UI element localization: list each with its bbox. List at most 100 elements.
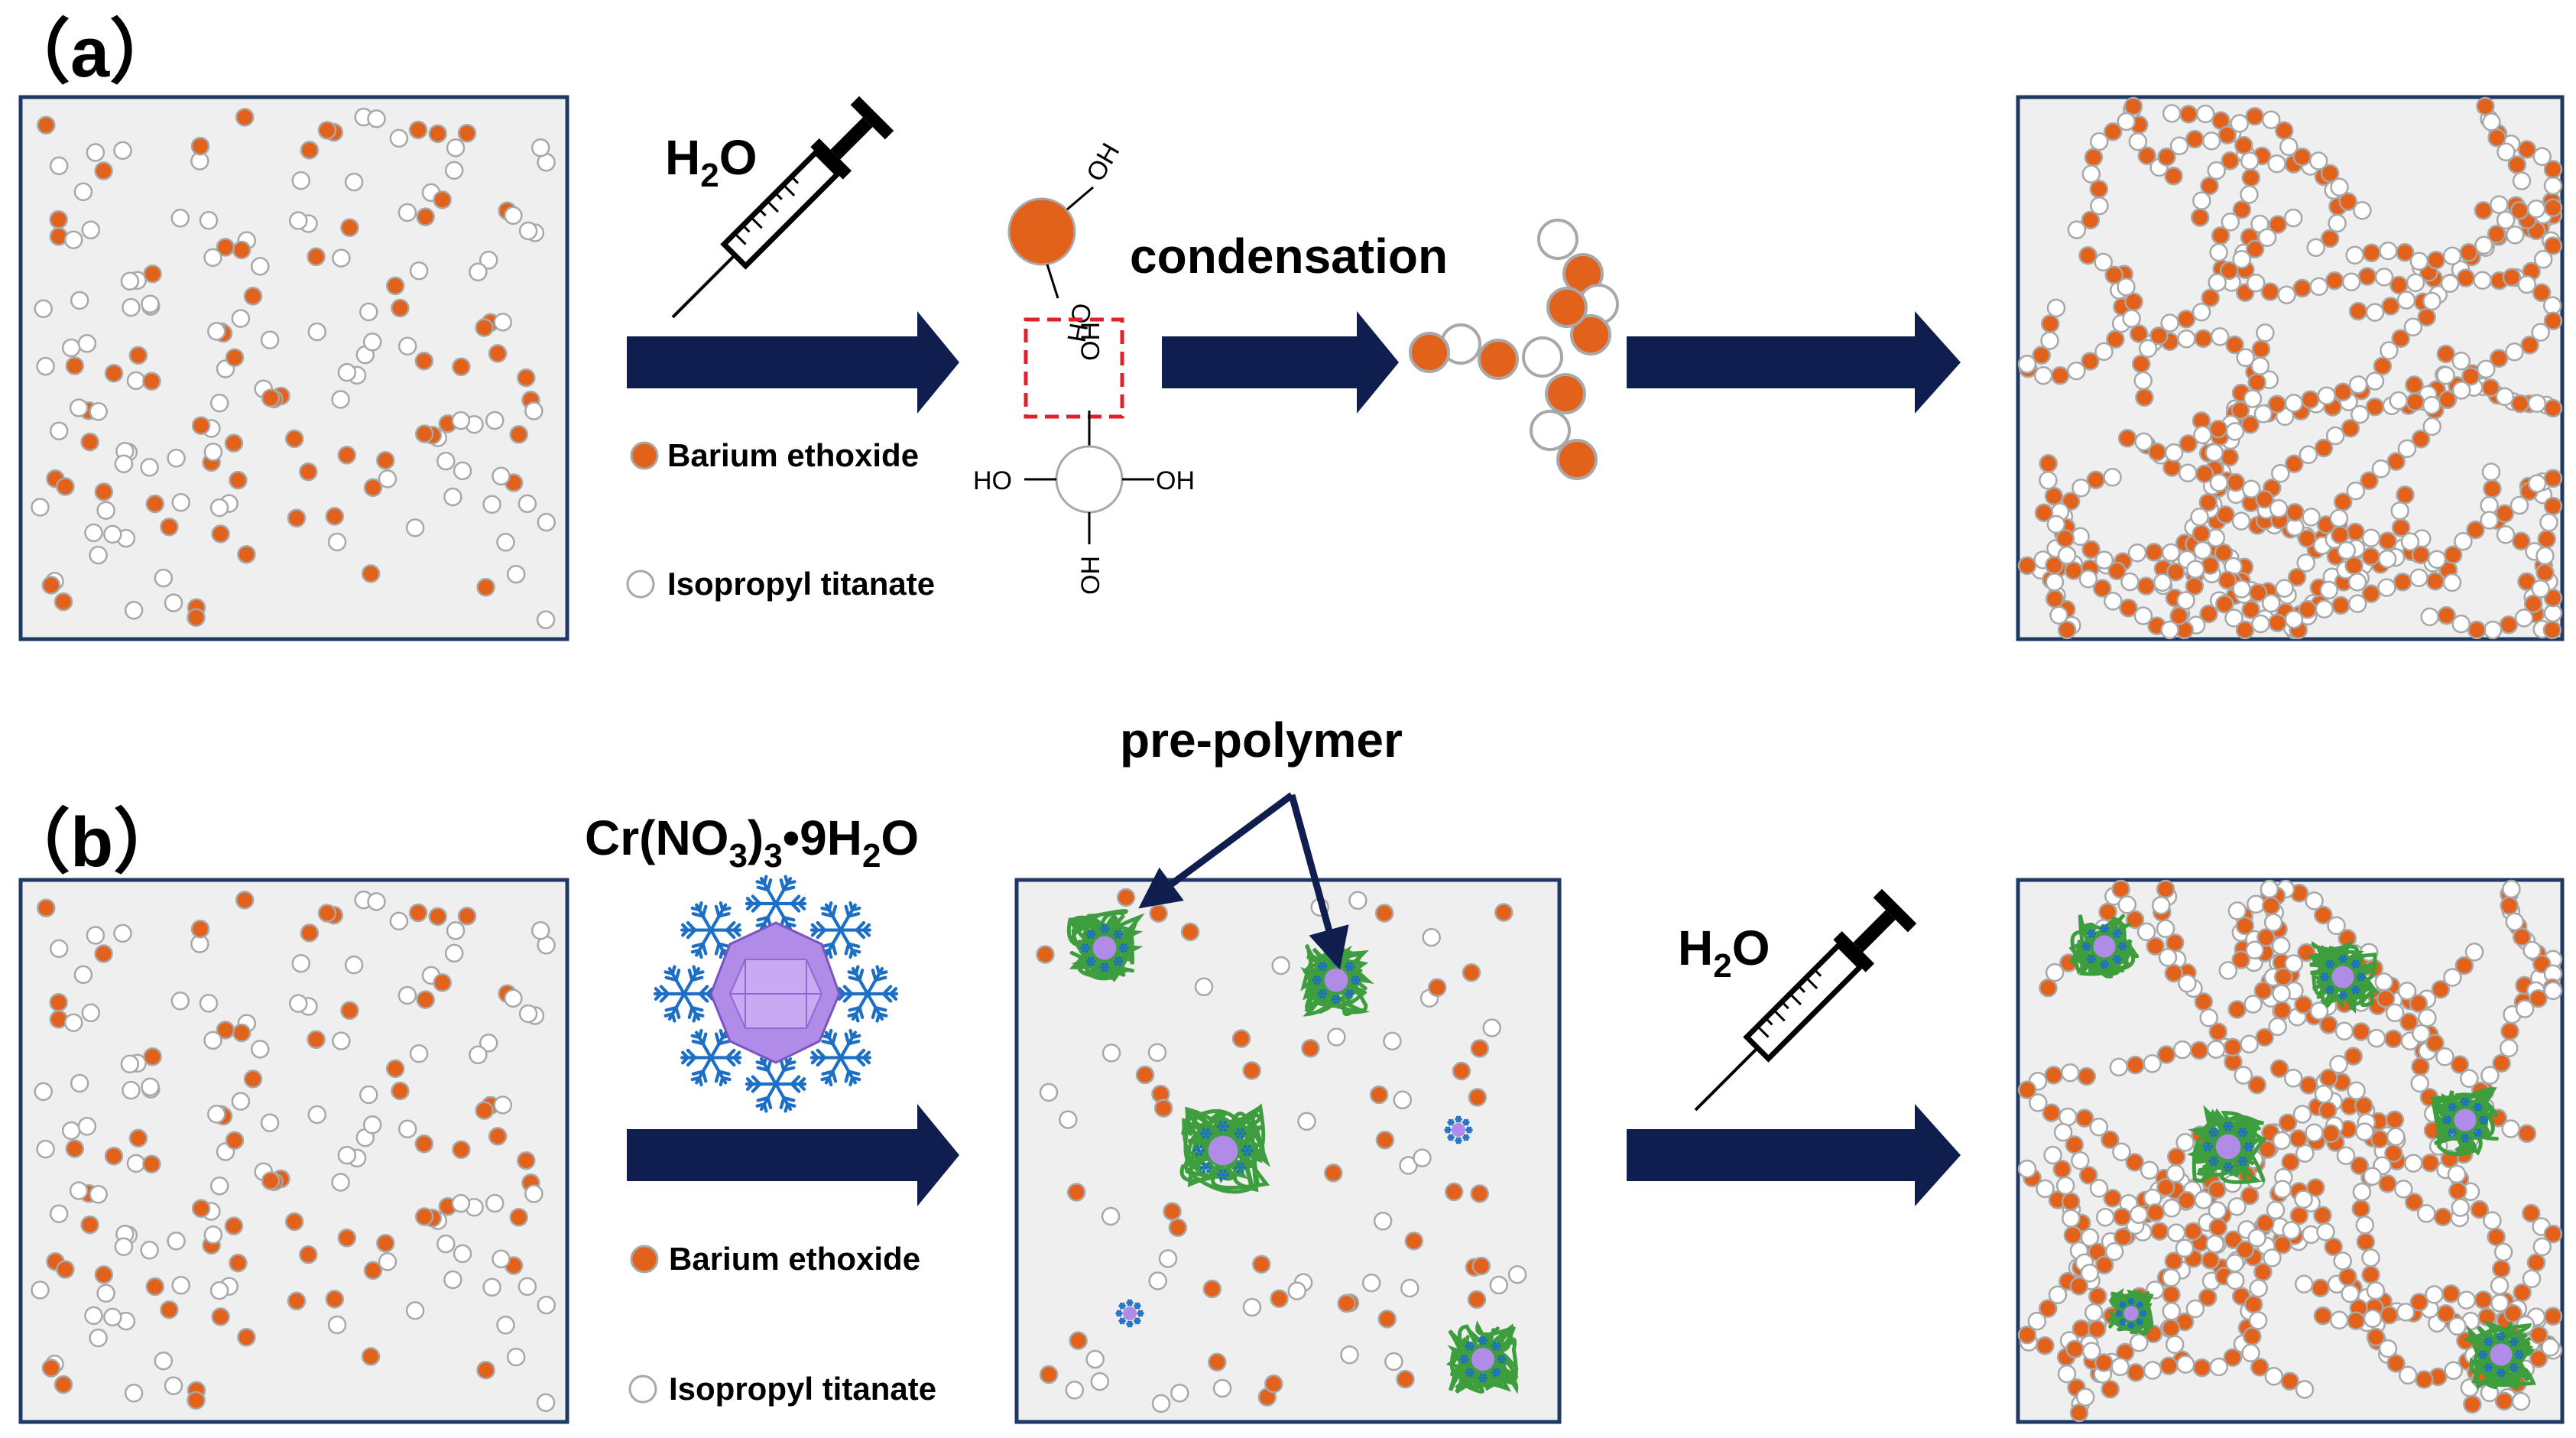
titanate-particle bbox=[2136, 922, 2156, 942]
snowflake-icon bbox=[2473, 1128, 2483, 1138]
svg-text:OH: OH bbox=[1076, 322, 1105, 361]
barium-particle bbox=[2268, 613, 2287, 632]
titanate-particle bbox=[2515, 999, 2535, 1018]
barium-particle bbox=[232, 1023, 251, 1043]
barium-particle bbox=[2243, 1294, 2263, 1314]
titanate-particle bbox=[209, 1176, 229, 1196]
snowflake-icon bbox=[2351, 959, 2360, 969]
snowflake-icon bbox=[1199, 1128, 1212, 1139]
polymer-cluster-icon bbox=[1179, 1103, 1270, 1194]
barium-particle bbox=[2161, 1319, 2181, 1338]
titanate-particle bbox=[2473, 271, 2492, 290]
titanate-particle bbox=[2299, 445, 2318, 465]
barium-particle bbox=[2386, 452, 2406, 471]
titanate-particle bbox=[2209, 473, 2229, 492]
titanate-particle bbox=[331, 390, 350, 409]
titanate-particle bbox=[122, 297, 141, 317]
snowflake-icon bbox=[2112, 929, 2122, 938]
titanate-particle bbox=[2253, 404, 2273, 424]
titanate-particle bbox=[2162, 104, 2182, 123]
titanate-particle bbox=[2363, 1167, 2382, 1186]
titanate-particle bbox=[2283, 1069, 2303, 1088]
titanate-particle bbox=[1413, 1148, 1432, 1167]
barium-particle bbox=[414, 1134, 434, 1154]
titanate-particle bbox=[171, 492, 190, 512]
titanate-particle bbox=[2390, 501, 2409, 521]
titanate-particle bbox=[170, 992, 190, 1011]
titanate-particle bbox=[536, 1393, 556, 1412]
barium-particle bbox=[2513, 1283, 2532, 1303]
titanate-particle bbox=[2363, 1309, 2383, 1329]
barium-particle bbox=[2245, 239, 2265, 259]
crystal-core bbox=[2093, 935, 2116, 958]
barium-particle bbox=[452, 357, 471, 377]
barium-particle bbox=[2179, 105, 2198, 124]
titanate-particle bbox=[389, 128, 409, 148]
barium-particle bbox=[1494, 903, 1513, 922]
titanate-particle bbox=[2347, 573, 2367, 592]
barium-particle bbox=[2036, 1336, 2055, 1355]
barium-particle bbox=[2526, 1253, 2546, 1272]
titanate-particle bbox=[2205, 443, 2224, 463]
snowflake-icon bbox=[1118, 1317, 1126, 1325]
titanate-particle bbox=[209, 498, 229, 518]
barium-particle bbox=[488, 1127, 508, 1146]
titanate-particle bbox=[61, 1121, 81, 1141]
barium-particle bbox=[2273, 1235, 2292, 1255]
titanate-particle bbox=[231, 309, 251, 328]
barium-particle bbox=[2331, 596, 2351, 615]
snowflake-icon bbox=[2509, 1337, 2519, 1346]
titanate-particle bbox=[2490, 1276, 2509, 1295]
titanate-particle bbox=[96, 501, 115, 520]
barium-particle bbox=[517, 368, 536, 388]
polymer-cluster-icon bbox=[2461, 1320, 2536, 1391]
snowflake-icon bbox=[1099, 924, 1110, 933]
titanate-particle bbox=[2218, 961, 2238, 980]
barium-particle bbox=[2529, 988, 2548, 1008]
snowflake-icon bbox=[2460, 1134, 2471, 1143]
barium-particle bbox=[1202, 1279, 1222, 1299]
titanate-particle bbox=[2033, 365, 2053, 385]
snowflake-icon bbox=[2320, 972, 2330, 982]
titanate-particle bbox=[2327, 916, 2346, 936]
titanate-particle bbox=[397, 336, 417, 356]
snowflake-icon bbox=[1459, 1355, 1469, 1364]
barium-particle bbox=[2492, 1053, 2511, 1073]
barium-particle bbox=[2319, 1068, 2338, 1088]
barium-particle bbox=[2127, 1363, 2146, 1382]
titanate-particle bbox=[199, 994, 219, 1013]
barium-particle bbox=[452, 1140, 471, 1160]
titanate-particle bbox=[2442, 246, 2462, 265]
barium-particle bbox=[2333, 382, 2353, 401]
snowflake-icon bbox=[2478, 1115, 2488, 1125]
titanate-particle bbox=[2263, 913, 2283, 932]
titanate-particle bbox=[2352, 1182, 2372, 1202]
barium-particle bbox=[1462, 963, 1481, 982]
titanate-particle bbox=[2234, 1066, 2253, 1085]
titanate-particle bbox=[307, 322, 327, 342]
barium-particle bbox=[187, 1391, 206, 1410]
barium-particle bbox=[2199, 604, 2218, 624]
titanate-particle bbox=[2122, 309, 2141, 328]
barium-particle bbox=[2089, 179, 2109, 199]
snowflake-icon bbox=[1134, 1317, 1141, 1325]
barium-particle bbox=[2273, 967, 2293, 987]
barium-particle bbox=[2494, 1391, 2514, 1410]
titanate-particle bbox=[2394, 1180, 2413, 1199]
barium-particle bbox=[2306, 1178, 2325, 1197]
titanate-particle bbox=[2367, 1028, 2386, 1048]
barium-particle bbox=[2039, 454, 2058, 473]
titanate-particle bbox=[2226, 1271, 2245, 1290]
barium-particle bbox=[2201, 288, 2220, 307]
titanate-particle bbox=[2443, 968, 2462, 987]
titanate-particle bbox=[2403, 317, 2423, 337]
titanate-particle bbox=[2195, 104, 2215, 124]
titanate-particle bbox=[2345, 245, 2364, 265]
titanate-particle bbox=[2442, 573, 2462, 592]
barium-particle bbox=[2441, 1284, 2461, 1303]
titanate-particle bbox=[492, 466, 511, 486]
barium-particle bbox=[2294, 995, 2313, 1014]
snowflake-icon bbox=[1465, 1341, 1475, 1351]
titanate-particle bbox=[2039, 471, 2058, 490]
titanate-particle bbox=[1361, 1273, 1381, 1293]
